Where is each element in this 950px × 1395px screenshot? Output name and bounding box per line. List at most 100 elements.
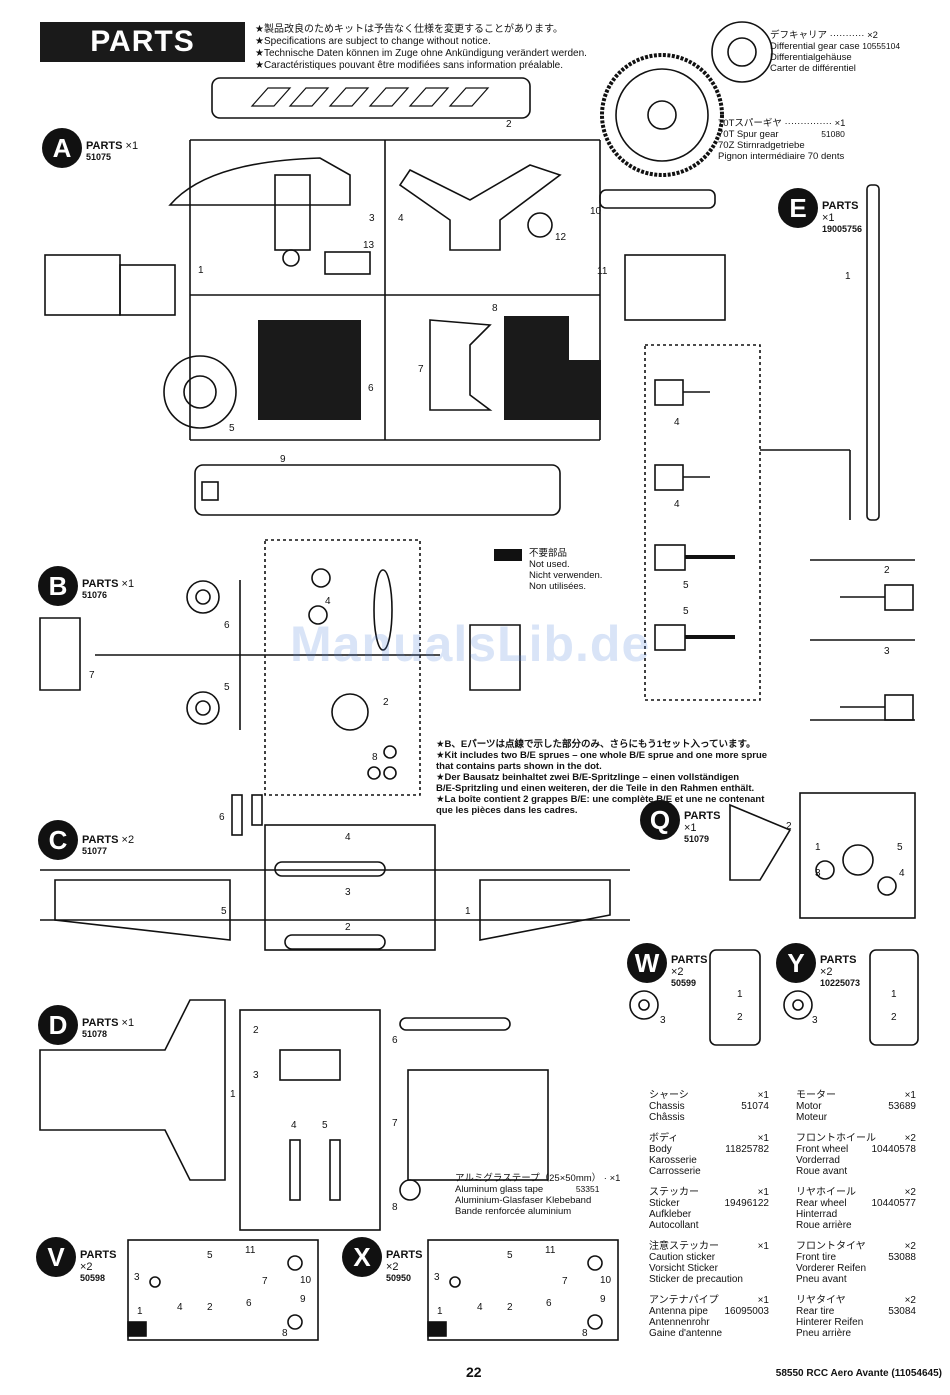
- svg-text:3: 3: [134, 1272, 140, 1283]
- section-a-letter: A: [42, 128, 82, 168]
- item-qty: ×2: [904, 1187, 916, 1198]
- svg-text:6: 6: [546, 1298, 552, 1309]
- section-v-number: 50598: [80, 1273, 106, 1283]
- item-jp: ステッカー: [649, 1187, 699, 1198]
- sprue-q-frame: [799, 792, 916, 919]
- svg-text:7: 7: [262, 1276, 268, 1287]
- callout-diff-case: デフキャリア ··········· ×2 Differential gear …: [770, 30, 920, 74]
- svg-text:11: 11: [245, 1245, 256, 1256]
- item-qty: ×2: [904, 1241, 916, 1252]
- svg-text:4: 4: [674, 499, 680, 510]
- callout-aluminum-tape: アルミグラステープ（25×50mm） · ×1 Aluminum glass t…: [455, 1173, 625, 1217]
- svg-text:11: 11: [545, 1245, 556, 1256]
- legend-de: Nicht verwenden.: [529, 570, 603, 581]
- model-code: 58550 RCC Aero Avante (11054645): [775, 1368, 942, 1379]
- section-v-label: PARTS ×2 50598: [80, 1249, 116, 1283]
- section-y-count: ×2: [820, 966, 833, 978]
- sprue-a-part7: [429, 319, 493, 411]
- svg-text:4: 4: [345, 832, 351, 843]
- item-de: Hinterrad: [796, 1209, 838, 1220]
- section-w-letter: W: [627, 943, 667, 983]
- item-jp: リヤタイヤ: [796, 1295, 846, 1306]
- section-q-number: 51079: [684, 834, 710, 844]
- item-fr: Moteur: [796, 1112, 828, 1123]
- svg-text:10: 10: [300, 1275, 312, 1286]
- sprue-note-fr-1: ★La boîte contient 2 grappes B/E: une co…: [436, 794, 765, 805]
- svg-text:8: 8: [372, 752, 378, 763]
- svg-text:5: 5: [207, 1250, 213, 1261]
- section-b-number: 51076: [82, 590, 108, 600]
- svg-text:6: 6: [246, 1298, 252, 1309]
- svg-text:8: 8: [492, 303, 498, 314]
- svg-text:4: 4: [477, 1302, 483, 1313]
- sprue-a-part9: [194, 464, 561, 516]
- item-fr: Pneu avant: [796, 1274, 847, 1285]
- svg-text:1: 1: [815, 842, 821, 853]
- section-q: Q: [640, 800, 680, 840]
- item-jp: フロントタイヤ: [796, 1241, 866, 1252]
- sprue-a-part1: [44, 254, 121, 316]
- section-d-letter: D: [38, 1005, 78, 1045]
- sprue-note-de-2: B/E-Spritzling und einen weiteren, der d…: [436, 783, 755, 794]
- svg-text:6: 6: [368, 383, 374, 394]
- section-x-label: PARTS ×2 50950: [386, 1249, 422, 1283]
- legend-fr: Non utilisées.: [529, 581, 587, 592]
- item-de: Vorsicht Sticker: [649, 1263, 718, 1274]
- item-en: Front wheel: [796, 1144, 849, 1155]
- item-jp: アンテナパイプ: [649, 1295, 719, 1306]
- item-de: Aufkleber: [649, 1209, 692, 1220]
- item-fr: Autocollant: [649, 1220, 699, 1231]
- header-notes: ★製品改良のためキットは予告なく仕様を変更することがあります。 ★Specifi…: [255, 24, 587, 72]
- section-b-parts: PARTS: [82, 578, 119, 590]
- svg-text:5: 5: [229, 423, 235, 434]
- section-c-label: PARTS ×2 51077: [82, 834, 134, 856]
- item-jp: リヤホイール: [796, 1187, 856, 1198]
- sprue-a-part5: [163, 355, 237, 429]
- svg-text:5: 5: [897, 842, 903, 853]
- item-en: Sticker: [649, 1198, 680, 1209]
- spur-gear-qty: ×1: [834, 118, 846, 129]
- section-c-number: 51077: [82, 846, 108, 856]
- section-a-count: ×1: [125, 140, 139, 152]
- sprue-d-part1: [39, 999, 226, 1181]
- svg-text:4: 4: [674, 417, 680, 428]
- item-num: 53689: [888, 1101, 916, 1112]
- page-number: 22: [466, 1364, 482, 1380]
- svg-text:13: 13: [363, 240, 375, 251]
- item-qty: ×1: [757, 1187, 769, 1198]
- svg-text:2: 2: [884, 565, 890, 576]
- sprue-b-part7: [39, 617, 81, 691]
- sprue-c-part5: [54, 879, 231, 941]
- item-en: Rear wheel: [796, 1198, 847, 1209]
- sprue-note-de-1: ★Der Bausatz beinhaltet zwei B/E-Spritzl…: [436, 772, 740, 783]
- section-e-number: 19005756: [822, 224, 863, 234]
- svg-text:7: 7: [89, 670, 95, 681]
- sprue-e-part1: [866, 184, 880, 521]
- svg-text:4: 4: [899, 868, 905, 879]
- section-e-label: PARTS ×1 19005756: [822, 200, 862, 234]
- item-jp: シャーシ: [649, 1090, 689, 1101]
- item-num: 51074: [741, 1101, 769, 1112]
- tape-en: Aluminum glass tape: [455, 1184, 544, 1195]
- section-w: W: [627, 943, 667, 983]
- item-de: Vorderrad: [796, 1155, 840, 1166]
- svg-text:2: 2: [786, 821, 792, 832]
- list-item: 注意ステッカー×1 Caution sticker Vorsicht Stick…: [649, 1241, 769, 1285]
- item-jp: フロントホイール: [796, 1133, 876, 1144]
- legend-not-used: 不要部品 Not used. Nicht verwenden. Non util…: [529, 548, 602, 592]
- item-num: 53088: [888, 1252, 916, 1263]
- item-qty: ×2: [904, 1295, 916, 1306]
- section-e-count: ×1: [822, 212, 835, 224]
- section-e-letter: E: [778, 188, 818, 228]
- section-y-number: 10225073: [820, 978, 861, 988]
- section-q-label: PARTS ×1 51079: [684, 810, 720, 844]
- diff-case-jp: デフキャリア: [770, 30, 828, 41]
- section-v-count: ×2: [80, 1261, 93, 1273]
- svg-text:3: 3: [434, 1272, 440, 1283]
- section-d: D: [38, 1005, 78, 1045]
